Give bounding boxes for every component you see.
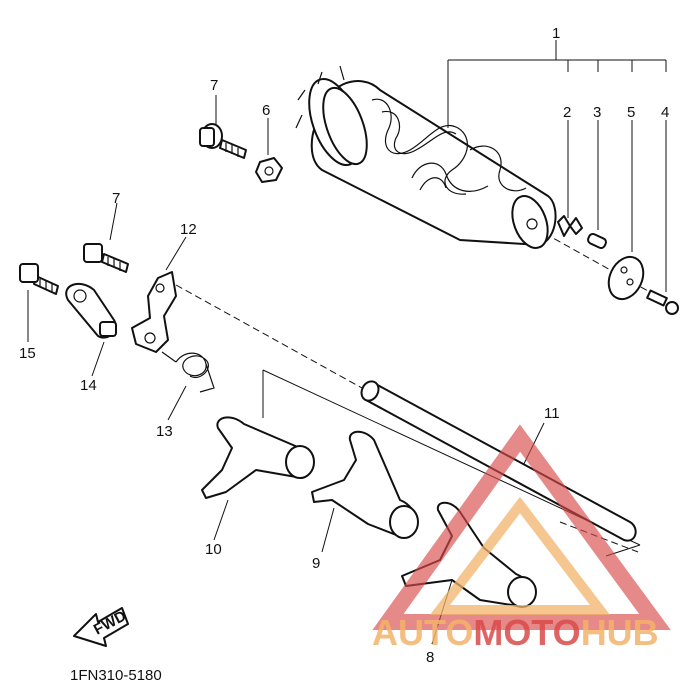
callout-8: 8	[426, 649, 434, 666]
callout-10: 10	[205, 541, 222, 558]
bolt-upper	[199, 123, 247, 159]
diagram-code: 1FN310-5180	[70, 667, 162, 684]
shift-fork-10	[201, 416, 315, 499]
shift-drum	[295, 65, 557, 249]
small-screw	[646, 289, 679, 315]
callout-1: 1	[552, 25, 560, 42]
spring-small	[557, 215, 583, 237]
watermark-triangle-outer	[372, 424, 671, 630]
callout-5: 5	[627, 104, 635, 121]
watermark-part3: HUB	[581, 612, 659, 653]
callout-11: 11	[544, 405, 560, 422]
callout-9: 9	[312, 555, 320, 572]
alignment-axes	[175, 227, 676, 553]
watermark-part1: AUTO	[372, 612, 473, 653]
callout-6: 6	[262, 102, 270, 119]
bolt-15	[19, 263, 59, 295]
callout-3: 3	[593, 104, 601, 121]
callout-12: 12	[180, 221, 197, 238]
watermark-logo: AUTOMOTOHUB	[372, 424, 671, 653]
stopper-plate	[607, 255, 645, 301]
callout-7-upper: 7	[210, 77, 218, 94]
shift-fork-8	[401, 501, 537, 608]
callout-4: 4	[661, 104, 669, 121]
svg-text:AUTOMOTOHUB: AUTOMOTOHUB	[372, 612, 659, 653]
torsion-spring	[161, 351, 215, 393]
stopper-lever	[131, 271, 177, 353]
lever-14	[65, 282, 117, 339]
callout-15: 15	[19, 345, 36, 362]
callout-13: 13	[156, 423, 173, 440]
shift-fork-9	[311, 430, 419, 539]
nut	[255, 157, 283, 183]
callout-numbers: 1 2 3 5 4 7 6 7 12 15 14 13 11 10 9 8	[19, 25, 669, 666]
front-direction-arrow: FWD	[73, 607, 129, 647]
watermark-part2: MOTO	[473, 612, 580, 653]
callout-14: 14	[80, 377, 97, 394]
watermark-triangle-inner	[429, 496, 611, 615]
pin	[587, 232, 607, 250]
bolt-lower	[83, 243, 129, 273]
callout-2: 2	[563, 104, 571, 121]
callout-7-lower: 7	[112, 190, 120, 207]
